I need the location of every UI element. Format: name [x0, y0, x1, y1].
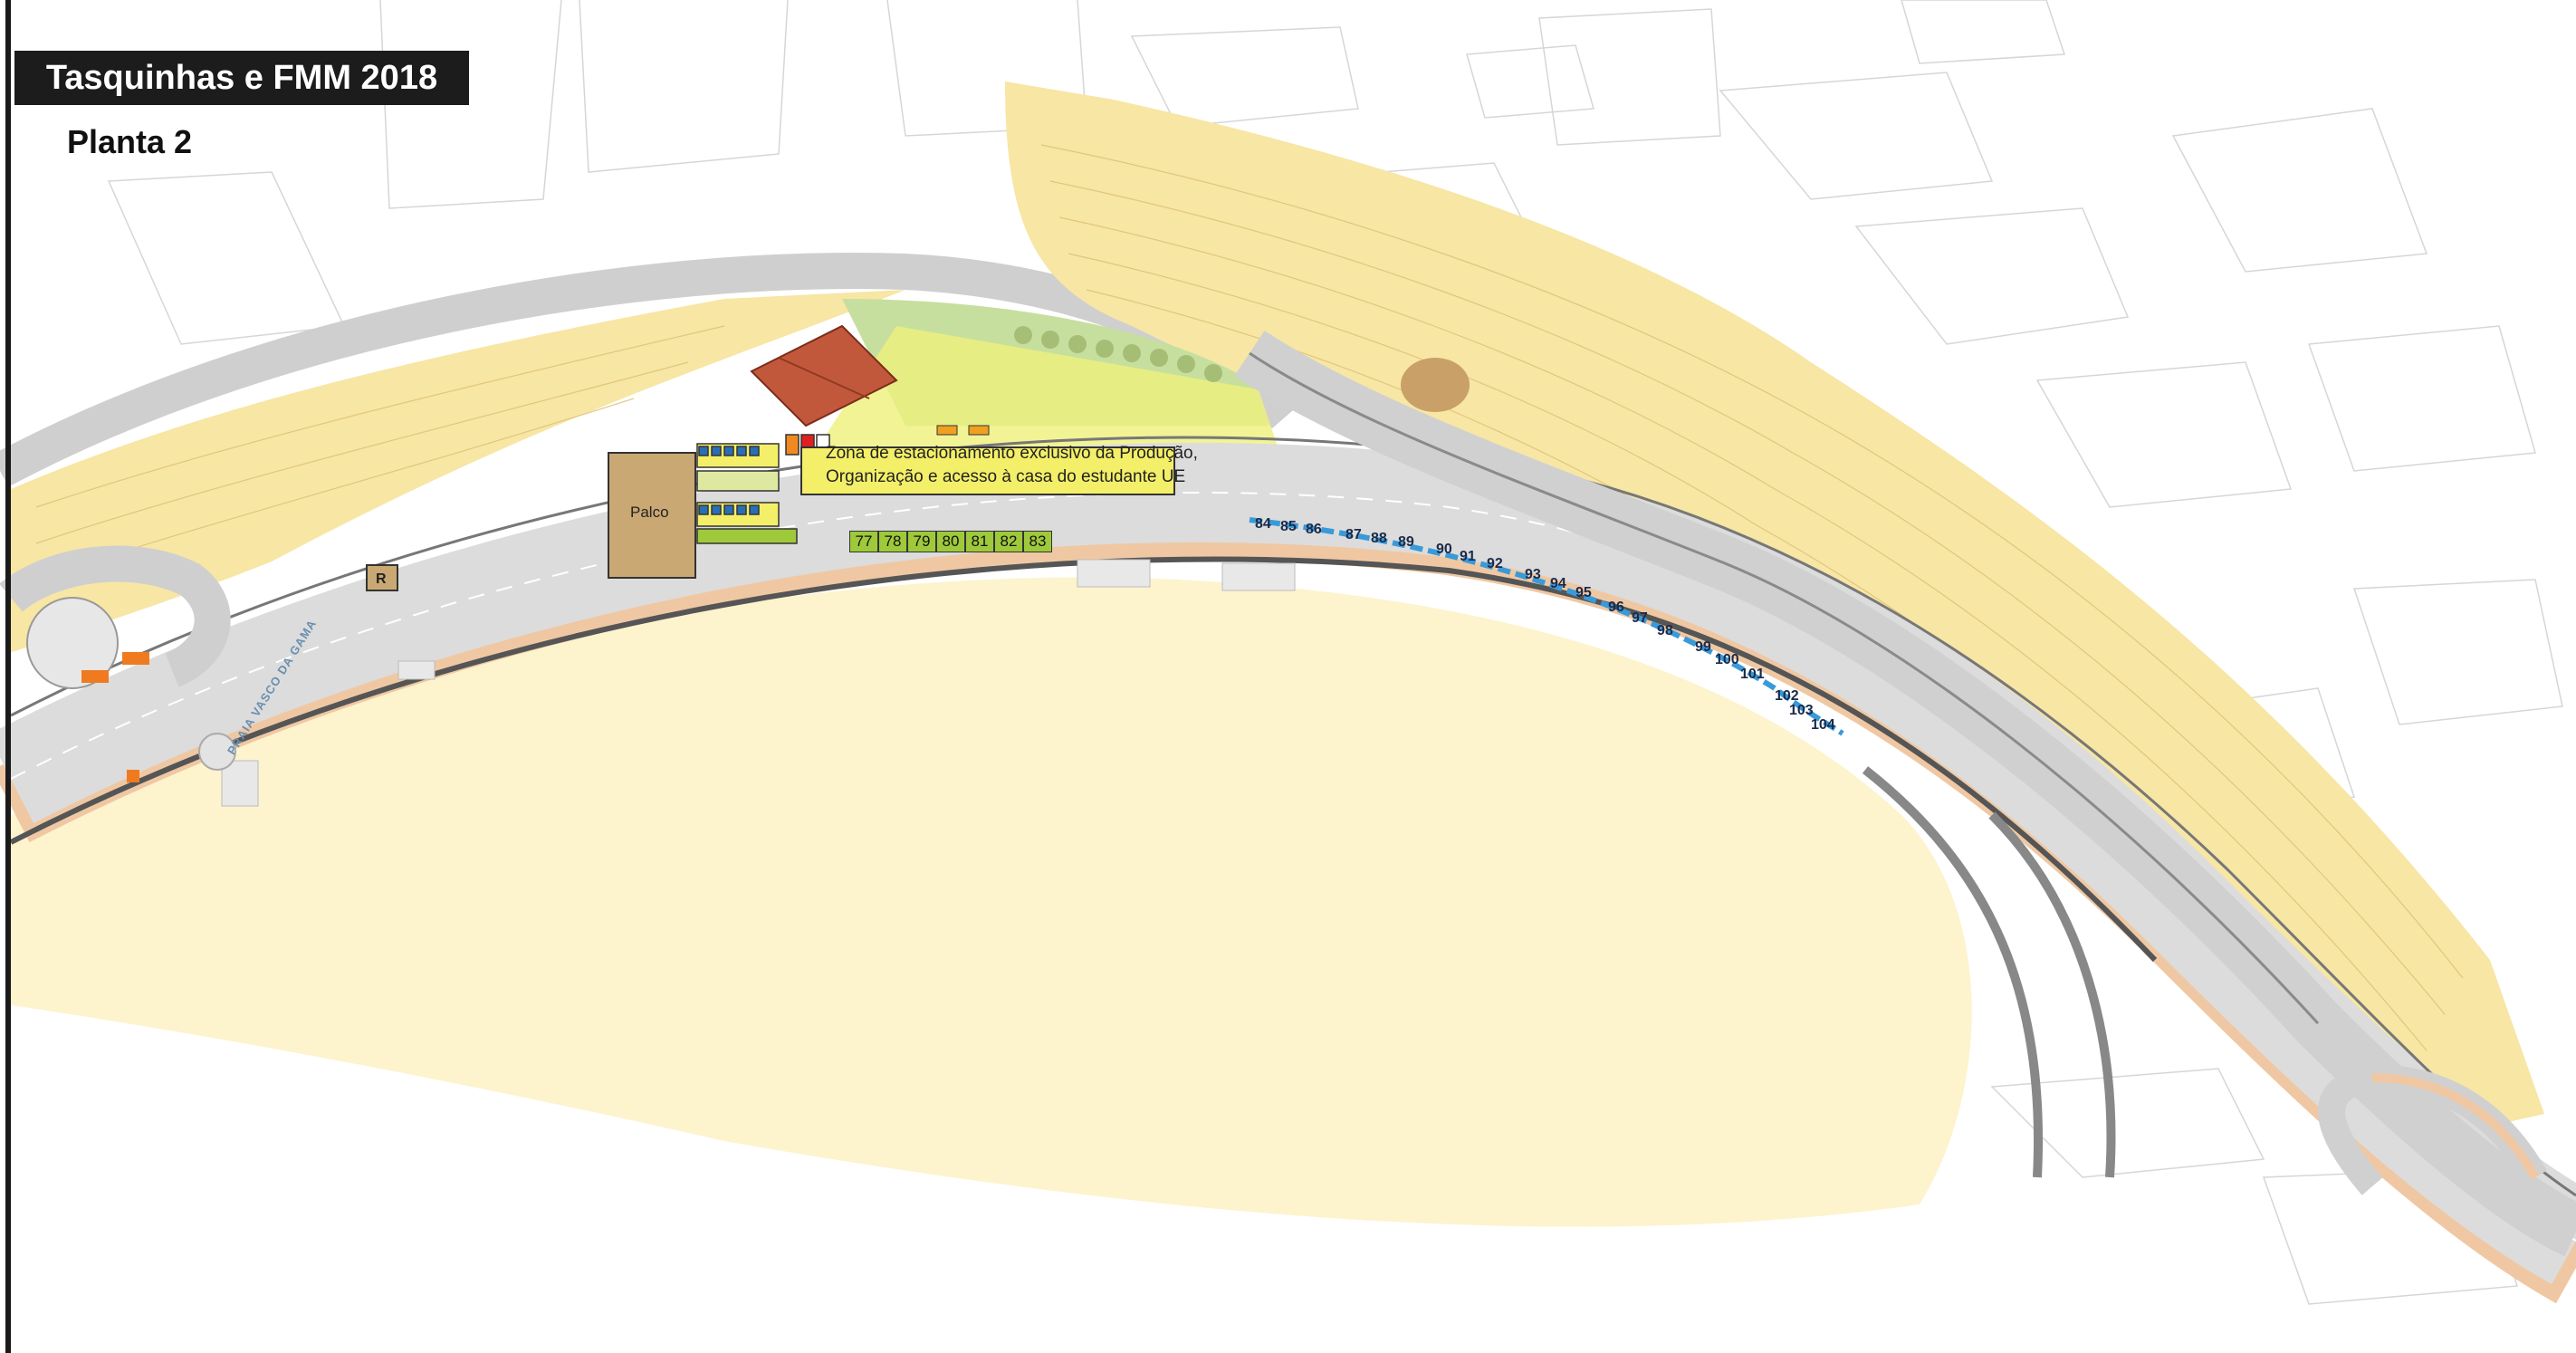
map-subtitle: Planta 2 — [67, 123, 193, 160]
blue-stall-number: 99 — [1695, 639, 1711, 655]
blue-stall-number: 95 — [1575, 585, 1592, 600]
stage-label: Palco — [630, 504, 669, 521]
blue-stall-number: 86 — [1306, 522, 1322, 537]
blue-stall-number: 103 — [1789, 703, 1814, 718]
branch-road-2 — [1988, 811, 2116, 1178]
rock-outcrop — [1401, 358, 1470, 412]
parking-lawn — [797, 326, 1286, 480]
left-roundabout — [0, 545, 231, 782]
branch-road-1 — [1862, 766, 2044, 1178]
blue-stall-number: 93 — [1525, 567, 1541, 582]
facility-tents — [696, 434, 830, 544]
green-stall: 79 — [907, 531, 936, 552]
road-edge-light — [10, 436, 2576, 1197]
blue-stall-number: 92 — [1487, 556, 1503, 571]
right-roundabout — [2318, 1063, 2548, 1195]
blue-stall-number: 97 — [1632, 610, 1648, 626]
blue-stall-number: 104 — [1811, 717, 1835, 733]
blue-stall-number: 96 — [1608, 600, 1624, 615]
parking-zone-box — [800, 446, 1175, 495]
blue-stall-number: 94 — [1550, 576, 1566, 591]
blue-stall-number: 87 — [1345, 527, 1362, 542]
map-title: Tasquinhas e FMM 2018 — [14, 51, 469, 105]
blue-stall-number: 91 — [1460, 549, 1476, 564]
green-stall: 81 — [965, 531, 994, 552]
r-marker-label: R — [376, 571, 387, 587]
parking-note-line2: Organização e acesso à casa do estudante… — [826, 467, 1186, 486]
blue-stall-number: 84 — [1255, 516, 1271, 532]
blue-stall-strip — [1249, 517, 1844, 736]
blue-stall-number: 90 — [1436, 542, 1452, 557]
parking-note-line1: Zona de estacionamento exclusivo da Prod… — [826, 444, 1198, 463]
green-stall: 82 — [994, 531, 1023, 552]
beach-sand — [11, 577, 1972, 1227]
blue-stall-number: 100 — [1715, 652, 1739, 667]
parking-zone-note: Zona de estacionamento exclusivo da Prod… — [826, 442, 1198, 489]
blue-stall-number: 88 — [1371, 531, 1387, 546]
stage-block — [608, 452, 696, 579]
pavilion-building — [750, 324, 898, 427]
blue-stall-number: 101 — [1740, 667, 1765, 682]
tree-cluster — [1014, 326, 1222, 382]
left-border-rule — [5, 0, 11, 1353]
blue-stall-number: 98 — [1657, 623, 1673, 638]
green-stall: 80 — [936, 531, 965, 552]
green-stall: 78 — [878, 531, 907, 552]
blue-stall-number: 102 — [1775, 688, 1799, 704]
hillside-left — [11, 290, 905, 652]
blue-stall-number: 85 — [1280, 519, 1297, 534]
road-edge-dark — [9, 556, 2158, 963]
blue-stall-number: 89 — [1398, 534, 1414, 550]
r-marker-box — [366, 564, 398, 591]
green-stall: 77 — [849, 531, 878, 552]
green-stall: 83 — [1023, 531, 1052, 552]
